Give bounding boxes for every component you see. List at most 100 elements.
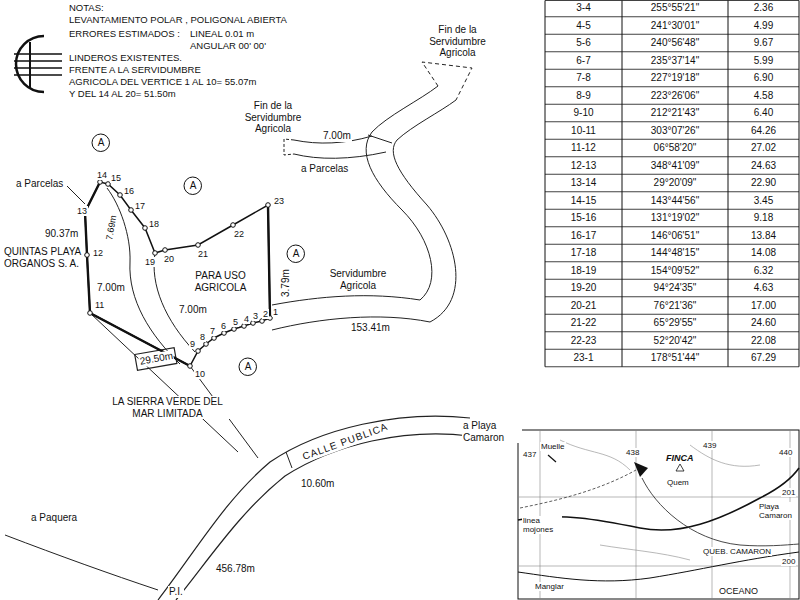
vertex-number: 22 (233, 229, 245, 239)
easement-end (284, 139, 294, 155)
location-inset (518, 430, 799, 599)
vertex-number: 3 (252, 311, 259, 321)
vertex-number: 18 (148, 219, 160, 229)
inset-map-label: Playa Camaron (758, 502, 796, 520)
table-cell: 227°19'18" (622, 72, 728, 84)
table-cell: 10-11 (545, 125, 622, 137)
table-rule (545, 314, 799, 315)
finca-marker (634, 462, 648, 477)
table-cell: 29°20'09" (622, 177, 728, 189)
plan-label: 456.78m (215, 563, 256, 575)
table-cell: 17.00 (728, 300, 799, 312)
vertex-point (98, 180, 103, 185)
vertex-number: 13 (76, 206, 88, 216)
region-letter: A (293, 248, 300, 260)
vertex-number: 17 (134, 201, 146, 211)
plan-label: P.I. (168, 586, 184, 598)
inset-boundary (520, 470, 636, 508)
plan-label: 7.00m (322, 130, 352, 142)
table-cell: 3.45 (728, 195, 799, 207)
table-cell: 67.29 (728, 352, 799, 364)
plan-label: Fin de la Servidumbre Agricola (238, 100, 308, 135)
region-marker: A (183, 176, 203, 196)
table-cell: 23-1 (545, 352, 622, 364)
table-cell: 11-12 (545, 142, 622, 154)
table-rule (545, 174, 799, 175)
note-text: NOTAS: (68, 3, 105, 14)
table-cell: 06°58'20" (622, 142, 728, 154)
table-rule (545, 121, 799, 122)
region-marker: A (91, 133, 111, 153)
table-cell: 13.84 (728, 230, 799, 242)
inset-map-label: OCEANO (718, 586, 759, 596)
table-cell: 22.90 (728, 177, 799, 189)
table-cell: 131°19'02" (622, 212, 728, 224)
table-cell: 24.63 (728, 160, 799, 172)
table-rule (545, 0, 799, 1)
inset-map-label: 438 (625, 448, 640, 457)
note-text: FRENTE A LA SERVIDUMBRE (68, 65, 202, 76)
inset-map-label: Muelle (540, 442, 566, 451)
table-cell: 223°26'06" (622, 90, 728, 102)
inset-river (642, 478, 799, 546)
table-rule (545, 156, 799, 157)
region-circle-outline (239, 358, 257, 376)
vertex-number: 5 (232, 317, 239, 327)
inset-frame (518, 430, 799, 599)
vertex-number: 14 (96, 170, 108, 180)
table-rule (545, 191, 799, 192)
boundary-line (90, 313, 238, 452)
table-rule (545, 139, 799, 140)
parcel (83, 180, 273, 369)
table-cell: 52°20'42" (622, 335, 728, 347)
plan-label: QUINTAS PLAYA ORGANOS S. A. (3, 246, 83, 269)
table-rule (728, 1, 729, 367)
vertex-number: 4 (243, 314, 250, 324)
vertex-point (129, 208, 134, 213)
table-cell: 19-20 (545, 282, 622, 294)
plan-label: 7.00m (96, 282, 126, 294)
vertex-point (153, 251, 158, 256)
table-cell: 9.67 (728, 37, 799, 49)
vertex-point (143, 226, 148, 231)
table-cell: 4.63 (728, 282, 799, 294)
pier-symbol (548, 455, 556, 462)
vertex-point (85, 253, 90, 258)
vertex-point (242, 324, 247, 329)
note-text: LINEAL 0.01 m (189, 29, 255, 40)
table-cell: 4.58 (728, 90, 799, 102)
vertex-point (196, 349, 201, 354)
road-edge (158, 416, 470, 600)
table-cell: 17-18 (545, 247, 622, 259)
easement-edge (393, 100, 456, 322)
vertex-number: 1 (272, 307, 279, 317)
vertex-number: 2 (262, 309, 269, 319)
table-cell: 12-13 (545, 160, 622, 172)
table-rule (545, 16, 799, 17)
table-cell: 2.36 (728, 2, 799, 14)
inset-grid (518, 430, 799, 599)
easement-edge (272, 296, 420, 305)
plan-label: 29.50m (138, 350, 175, 367)
table-cell: 64.26 (728, 125, 799, 137)
inset-map-label: 200 (781, 557, 796, 566)
table-cell: 6.40 (728, 107, 799, 119)
vertex-number: 20 (163, 254, 175, 264)
table-rule (545, 261, 799, 262)
plan-label: 153.41m (350, 322, 391, 334)
table-cell: 13-14 (545, 177, 622, 189)
vertex-point (204, 342, 209, 347)
inset-coast (518, 552, 799, 581)
region-letter: A (190, 180, 197, 192)
table-cell: 18-19 (545, 265, 622, 277)
plan-label: 10.60m (300, 478, 335, 490)
plan-label: 3.79m (280, 268, 292, 298)
note-text: LEVANTAMIENTO POLAR , POLIGONAL ABIERTA (68, 15, 288, 26)
inset-map-label: QUEB. CAMARON (702, 547, 772, 556)
table-cell: 16-17 (545, 230, 622, 242)
table-cell: 255°55'21" (622, 2, 728, 14)
table-cell: 235°37'14" (622, 55, 728, 67)
note-text: AGRICOLA DEL VERTICE 1 AL 10= 55.07m (68, 77, 257, 88)
table-cell: 303°07'26" (622, 125, 728, 137)
